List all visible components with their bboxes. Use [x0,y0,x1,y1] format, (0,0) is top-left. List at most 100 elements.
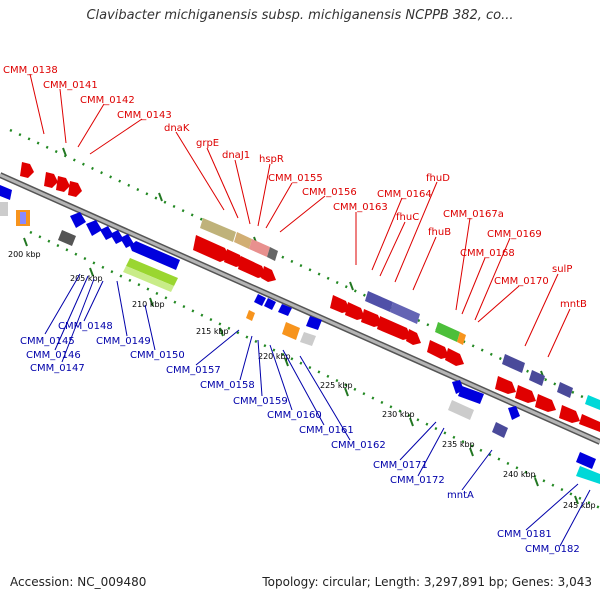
gene-box [502,354,525,373]
gene-arrow [445,348,464,366]
gene-label[interactable]: CMM_0171 [373,460,428,471]
gene-label[interactable]: CMM_0170 [494,276,549,287]
gene-label[interactable]: CMM_0145 [20,336,75,347]
gene-arrow [56,176,70,192]
gene-arrow [120,234,134,248]
gene-arrow [238,256,266,278]
gene-label[interactable]: CMM_0167a [443,209,504,220]
tick-label: 235 kbp [442,440,475,449]
gene-arrow [330,295,350,313]
forward-label-connectors [29,73,571,358]
forward-gene-labels: CMM_0138 CMM_0141 CMM_0142 CMM_0143 dnaK… [3,65,587,310]
gene-arrow [278,304,292,316]
gene-label[interactable]: grpE [196,138,219,149]
gene-label[interactable]: CMM_0141 [43,80,98,91]
gene-label[interactable]: sulP [552,264,572,275]
gene-label[interactable]: CMM_0138 [3,65,58,76]
tick-label: 205 kbp [70,274,103,283]
gene-box [123,266,174,292]
gene-label[interactable]: mntB [560,299,587,310]
gene-arrow [458,386,484,404]
tick-label: 240 kbp [503,470,536,479]
gene-label[interactable]: CMM_0148 [58,321,113,332]
gene-arrow [508,406,520,420]
gene-label[interactable]: CMM_0160 [267,410,322,421]
gene-box [435,322,460,342]
tick-label: 210 kbp [132,300,165,309]
gene-box [300,332,316,346]
gene-label[interactable]: CMM_0142 [80,95,135,106]
gene-label[interactable]: CMM_0143 [117,110,172,121]
gene-arrow [306,316,322,330]
gene-box [365,291,393,312]
tick-label: 200 kbp [8,250,41,259]
genome-backbone [0,173,600,444]
gene-label[interactable]: CMM_0147 [30,363,85,374]
tick-label: 230 kbp [382,410,415,419]
gene-label[interactable]: CMM_0158 [200,380,255,391]
gene-arrow [193,235,230,262]
gene-arrow [130,241,180,270]
forward-genes [20,162,600,432]
gene-arrow [345,302,365,320]
gene-label[interactable]: CMM_0146 [26,350,81,361]
gene-label[interactable]: CMM_0149 [96,336,151,347]
gene-label[interactable]: fhuD [426,173,450,184]
tick-label: 215 kbp [196,327,229,336]
gene-label[interactable]: hspR [259,154,284,165]
gene-arrow [70,212,86,228]
gene-arrow [361,309,382,327]
gene-label[interactable]: CMM_0168 [460,248,515,259]
reverse-genes [0,185,600,484]
gene-box [126,258,178,286]
gene-arrow [264,298,276,310]
gene-arrow [86,220,102,236]
gene-box [457,332,466,345]
gene-label[interactable]: CMM_0163 [333,202,388,213]
reverse-label-connectors [44,273,591,547]
gene-label[interactable]: CMM_0155 [268,173,323,184]
gene-label[interactable]: CMM_0156 [302,187,357,198]
gene-box [576,466,600,484]
gene-arrow [515,385,536,403]
gene-box [585,395,600,410]
gene-arrow [579,414,600,432]
gene-label[interactable]: CMM_0159 [233,396,288,407]
gene-arrow [110,230,124,244]
gene-label[interactable]: dnaK [164,123,190,134]
gene-label[interactable]: CMM_0161 [299,425,354,436]
tick-labels: 200 kbp 205 kbp 210 kbp 215 kbp 220 kbp … [8,250,596,510]
map-title: Clavibacter michiganensis subsp. michiga… [86,8,514,23]
gene-arrow [576,452,596,469]
gene-arrow [44,172,58,188]
gene-box [557,382,573,398]
gene-label[interactable]: CMM_0157 [166,365,221,376]
gene-label[interactable]: CMM_0162 [331,440,386,451]
gene-label[interactable]: dnaJ1 [222,150,250,161]
reverse-gene-labels: CMM_0145 CMM_0146 CMM_0147 CMM_0148 CMM_… [20,321,580,555]
accession-text: Accession: NC_009480 [10,575,147,589]
gene-box [448,400,474,420]
gene-arrow [68,181,82,197]
gene-arrow [20,162,34,178]
gene-arrow [254,294,266,306]
gene-arrow [224,249,244,267]
gene-label[interactable]: CMM_0164 [377,189,432,200]
gene-box [492,422,508,438]
tick-label: 245 kbp [563,501,596,510]
gene-label[interactable]: CMM_0150 [130,350,185,361]
gene-box [20,212,26,224]
gene-arrow [559,405,580,423]
gene-label[interactable]: fhuB [428,227,451,238]
gene-label[interactable]: fhuC [396,212,419,223]
genome-summary-text: Topology: circular; Length: 3,297,891 bp… [262,575,592,589]
gene-label[interactable]: CMM_0181 [497,529,552,540]
gene-label[interactable]: CMM_0169 [487,229,542,240]
gene-arrow [427,340,449,359]
gene-arrow [261,266,276,282]
gene-box [249,239,270,257]
gene-label[interactable]: CMM_0182 [525,544,580,555]
inner-ruler-line [29,230,600,510]
gene-label[interactable]: mntA [447,490,474,501]
gene-label[interactable]: CMM_0172 [390,475,445,486]
